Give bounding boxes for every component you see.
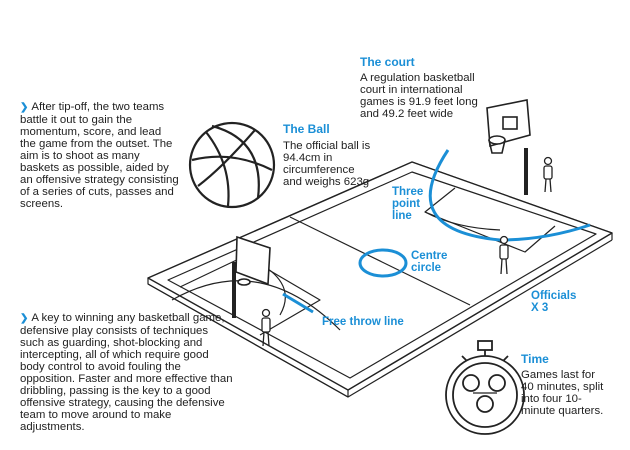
intro-paragraph: ❯After tip-off, the two teams battle it …: [20, 101, 179, 210]
time-description: Games last for 40 minutes, split into fo…: [521, 369, 604, 417]
officials-label: Officials X 3: [531, 290, 577, 314]
free-throw-label: Free throw line: [322, 316, 404, 328]
free-throw-line: [282, 292, 314, 314]
time-title: Time: [521, 352, 549, 366]
defense-paragraph: ❯A key to winning any basketball game, d…: [20, 312, 233, 433]
stopwatch-icon: [445, 340, 525, 435]
court-description: A regulation basketball court in interna…: [360, 72, 478, 120]
chevron-right-icon: ❯: [20, 102, 29, 113]
basketball-icon: [188, 121, 276, 209]
court-title: The court: [360, 55, 415, 69]
ball-title: The Ball: [283, 122, 330, 136]
chevron-right-icon: ❯: [20, 313, 29, 324]
official-figure-icon: [499, 235, 509, 275]
official-figure-icon: [261, 308, 271, 347]
near-basket-icon: [232, 235, 271, 318]
court-markings: [282, 149, 591, 314]
centre-circle-label: Centre circle: [411, 250, 448, 274]
official-figure-icon: [543, 156, 553, 193]
three-point-line: [428, 149, 591, 242]
ball-description: The official ball is 94.4cm in circumfer…: [283, 140, 371, 188]
centre-circle: [358, 248, 408, 278]
far-basket-icon: [486, 99, 531, 195]
three-point-label: Three point line: [392, 186, 424, 222]
